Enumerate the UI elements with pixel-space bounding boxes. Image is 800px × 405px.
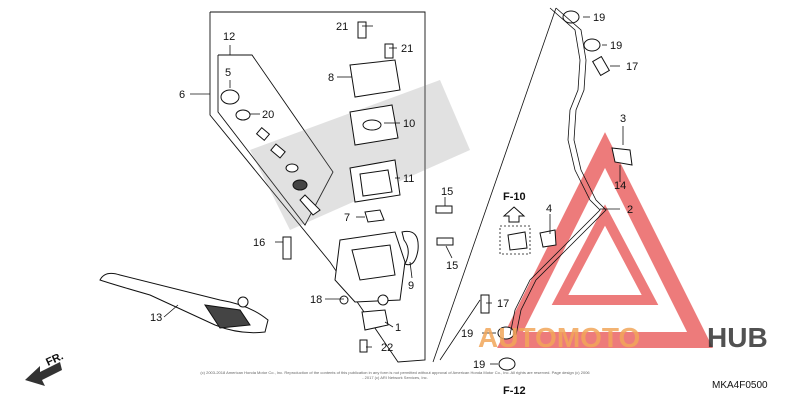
callout-20: 20 [262,109,274,121]
callout-17-bottom: 17 [497,298,509,310]
callout-16: 16 [253,237,265,249]
catalog-code: MKA4F0500 [712,380,768,391]
copyright-notice: (c) 2003-2018 American Honda Motor Co., … [200,370,590,380]
callout-11: 11 [403,173,414,185]
callout-19-c: 19 [461,328,473,340]
callout-10: 10 [403,118,415,130]
callout-19-d: 19 [473,359,485,371]
shaded-plane [250,80,470,230]
callout-19-b: 19 [610,40,622,52]
callout-15-top: 15 [441,186,453,198]
reference-labels: F-10 F-12 FR. [44,191,525,397]
callout-3: 3 [620,113,626,125]
piston-kit-outline [217,54,334,226]
fasteners [282,21,633,353]
callout-17-top: 17 [626,61,638,73]
callout-9: 9 [408,280,414,292]
assembly-outline [209,11,426,363]
brake-hose [432,7,607,363]
ref-f12: F-12 [503,385,526,397]
callout-1: 1 [395,322,401,334]
callout-21-top: 21 [336,21,348,33]
washers [497,10,601,371]
callout-21-second: 21 [401,43,413,55]
front-arrow [25,362,62,386]
callout-22: 22 [381,342,393,354]
watermark-text-a: AUTOMOTO [478,322,640,353]
f10-arrow [499,206,531,255]
watermark-logo [497,132,713,348]
clamp [401,230,419,266]
callout-2: 2 [627,204,633,216]
front-label: FR. [44,350,65,368]
callout-13: 13 [150,312,162,324]
diaphragm-plate [349,104,399,146]
piston-kit [220,89,321,216]
callout-19-a: 19 [593,12,605,24]
callout-18: 18 [310,294,322,306]
leader-lines [163,16,624,365]
callout-14: 14 [614,180,626,192]
diaphragm [349,159,401,203]
callout-12: 12 [223,31,235,43]
brake-lever [99,272,269,334]
callout-6: 6 [179,89,185,101]
callout-labels: 21 21 8 6 12 5 20 10 11 7 15 15 16 9 18 … [150,12,638,371]
callout-4: 4 [546,203,552,215]
watermark-text: AUTOMOTO HUB [478,322,768,353]
callout-15-bottom: 15 [446,260,458,272]
ref-f10: F-10 [503,191,526,203]
callout-7: 7 [344,212,350,224]
callout-8: 8 [328,72,334,84]
reservoir-cap [349,59,401,98]
callout-5: 5 [225,67,231,79]
watermark-text-b: HUB [707,322,768,353]
master-cylinder-body [334,231,406,306]
